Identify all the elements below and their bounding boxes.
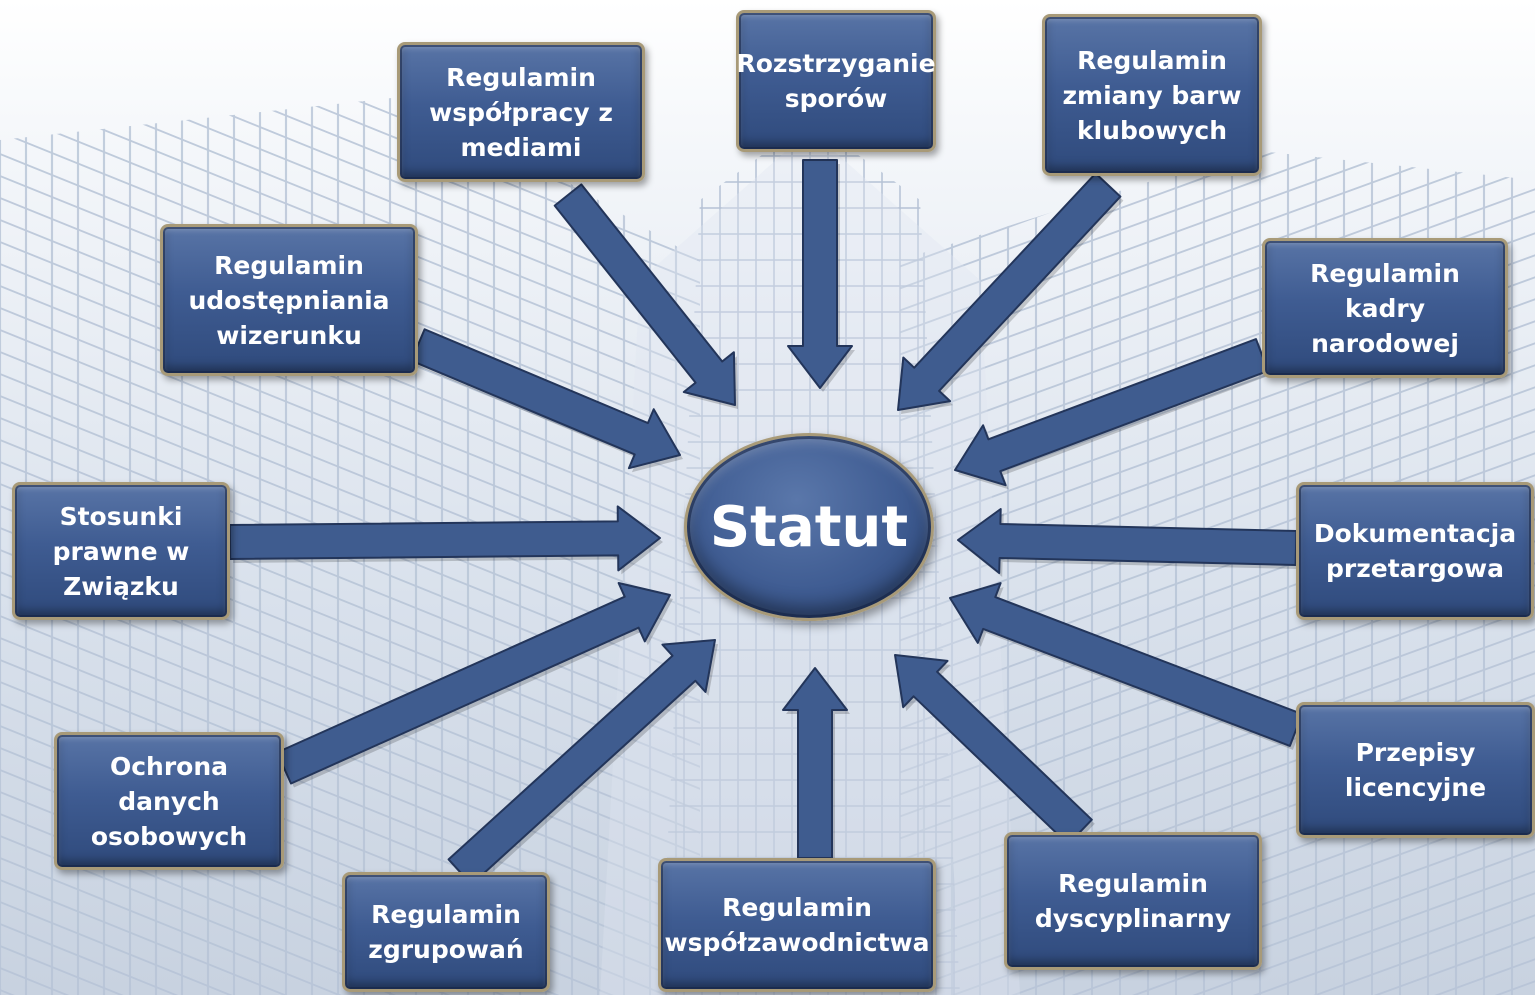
node-dokumentacja-przetargowa: Dokumentacja przetargowa [1296, 482, 1534, 620]
node-label: Regulamin współpracy z mediami [429, 62, 613, 162]
arrow-wspolzawodnictwa [782, 667, 848, 859]
arrow-przepisy-licencyjne [949, 582, 1304, 747]
node-ochrona-danych: Ochrona danych osobowych [54, 732, 284, 870]
arrow-rozstrzyganie-sporow [787, 159, 853, 389]
node-label: Przepisy licencyjne [1344, 738, 1487, 802]
center-node-statut: Statut [684, 433, 934, 621]
node-udostepniania-wizerunku: Regulamin udostępniania wizerunku [160, 224, 418, 376]
arrow-udostepniania-wizerunku [410, 328, 681, 470]
arrow-kadry-narodowej [954, 338, 1269, 487]
node-label: Regulamin kadry narodowej [1310, 258, 1460, 358]
node-label: Regulamin zgrupowań [368, 900, 524, 964]
center-label: Statut [709, 494, 909, 560]
node-label: Stosunki prawne w Związku [52, 501, 190, 601]
node-label: Regulamin udostępniania wizerunku [188, 250, 390, 350]
node-wspolzawodnictwa: Regulamin współzawodnictwa [658, 858, 936, 992]
node-label: Regulamin współzawodnictwa [664, 893, 930, 957]
arrow-wspolpraca-z-mediami [553, 183, 736, 406]
node-label: Regulamin dyscyplinarny [1034, 869, 1232, 933]
node-label: Ochrona danych osobowych [90, 751, 248, 851]
node-kadry-narodowej: Regulamin kadry narodowej [1262, 238, 1508, 378]
node-zmiany-barw: Regulamin zmiany barw klubowych [1042, 14, 1262, 176]
node-wspolpraca-z-mediami: Regulamin współpracy z mediami [397, 42, 645, 182]
node-label: Rozstrzyganie sporów [736, 49, 936, 113]
arrow-ochrona-danych [276, 582, 671, 785]
node-dyscyplinarny: Regulamin dyscyplinarny [1004, 832, 1262, 970]
node-stosunki-prawne: Stosunki prawne w Związku [12, 482, 230, 620]
node-zgrupowan: Regulamin zgrupowań [342, 872, 550, 992]
arrow-dyscyplinarny [894, 654, 1093, 846]
arrow-zgrupowan [447, 639, 716, 886]
node-rozstrzyganie-sporow: Rozstrzyganie sporów [736, 10, 936, 152]
node-label: Regulamin zmiany barw klubowych [1062, 45, 1242, 145]
arrow-dokumentacja-przetargowa [957, 508, 1298, 574]
node-przepisy-licencyjne: Przepisy licencyjne [1296, 702, 1535, 838]
node-label: Dokumentacja przetargowa [1313, 519, 1517, 583]
arrow-stosunki-prawne [228, 505, 661, 572]
arrow-zmiany-barw [897, 172, 1122, 411]
